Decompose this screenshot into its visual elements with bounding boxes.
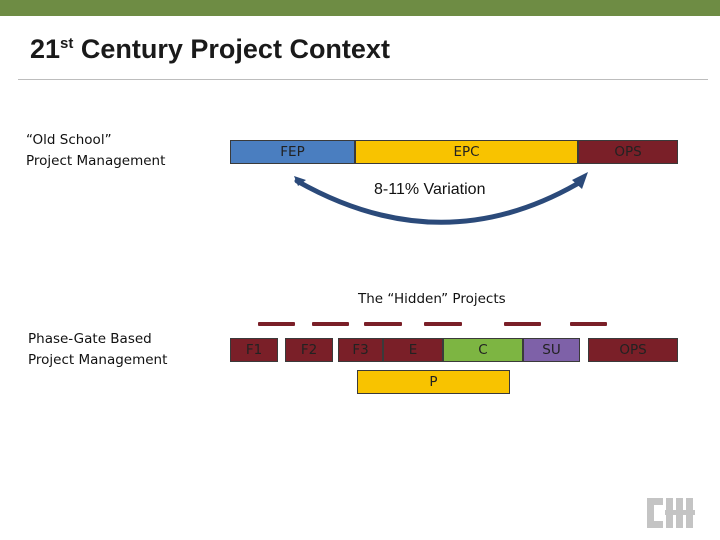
phase-ops-gate: OPS [588, 338, 678, 362]
variation-label: 8-11% Variation [374, 181, 486, 198]
phase-fep: FEP [230, 140, 355, 164]
title-divider [18, 79, 708, 80]
phase-c: C [443, 338, 523, 362]
hidden-projects-caption: The “Hidden” Projects [358, 291, 506, 307]
top-accent-bar [0, 0, 720, 16]
phase-f1: F1 [230, 338, 278, 362]
old-school-label: “Old School” Project Management [26, 132, 166, 169]
phase-f2: F2 [285, 338, 333, 362]
variation-arc-arrowhead [572, 172, 588, 189]
phase-p: P [357, 370, 510, 394]
hidden-project-dash [258, 322, 295, 326]
hidden-project-dash [364, 322, 402, 326]
slide-title: 21st Century Project Context [30, 34, 390, 64]
phase-su: SU [523, 338, 580, 362]
phase-gate-label: Phase-Gate Based Project Management [28, 331, 168, 368]
cii-logo-icon [647, 498, 695, 528]
phase-ops-old: OPS [578, 140, 678, 164]
hidden-project-dash [504, 322, 541, 326]
phase-f3: F3 [338, 338, 383, 362]
phase-e: E [383, 338, 443, 362]
hidden-project-dash [312, 322, 349, 326]
hidden-project-dash [424, 322, 462, 326]
phase-epc: EPC [355, 140, 578, 164]
hidden-project-dash [570, 322, 607, 326]
